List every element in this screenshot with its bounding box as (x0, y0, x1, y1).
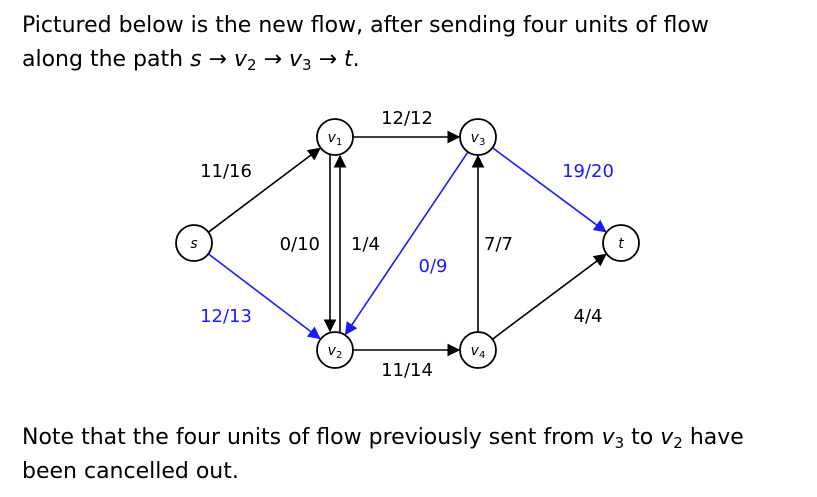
path-arrow: → (208, 47, 227, 72)
note-to-vertex: v2 (660, 425, 683, 452)
node-v2: v2 (316, 331, 354, 369)
edge-label-v1-v2: 0/10 (280, 234, 320, 255)
node-label: t (618, 236, 624, 252)
node-circle (175, 224, 213, 262)
edge-s-v1 (207, 147, 321, 233)
node-circle (316, 118, 354, 156)
edge-label-s-v2: 12/13 (200, 306, 252, 327)
intro-period: . (352, 47, 360, 72)
edge-v3-v2 (344, 151, 469, 336)
edge-label-v4-t: 4/4 (574, 306, 603, 327)
edge-label-v3-t: 19/20 (562, 161, 614, 182)
edge-label-v1-v3: 12/12 (381, 108, 433, 129)
node-s: s (175, 224, 213, 262)
edge-labels: 11/16 12/13 12/12 0/10 1/4 0/9 11/14 7/7 19/20 4/… (200, 108, 614, 381)
path-node-0: s (190, 47, 202, 72)
edge-v3-t (491, 147, 607, 233)
note-part-1: Note that the four units of flow previou… (22, 425, 595, 450)
node-circle (459, 331, 497, 369)
node-label: s (190, 236, 197, 252)
node-v3: v3 (459, 118, 497, 156)
note-from-vertex: v3 (601, 425, 625, 452)
note-line-2: been cancelled out. (22, 459, 239, 484)
path-arrow: → (263, 47, 282, 72)
node-circle (602, 224, 640, 262)
path-expression: s → v2 → v3 → t (190, 47, 353, 74)
node-circle (316, 331, 354, 369)
edges (207, 130, 607, 357)
edge-label-v2-v4: 11/14 (381, 360, 433, 381)
edge-label-v3-v2: 0/9 (419, 256, 448, 277)
intro-line-1: Pictured below is the new flow, after se… (22, 13, 709, 38)
node-v4: v4 (459, 331, 497, 369)
node-circle (459, 118, 497, 156)
edge-v4-t (491, 253, 607, 340)
node-t: t (602, 224, 640, 262)
edge-label-s-v1: 11/16 (200, 161, 252, 182)
path-node-2: v3 (289, 47, 312, 74)
note-part-2: to (631, 425, 654, 450)
edge-s-v2 (207, 253, 321, 340)
nodes: s v1 v2 v3 v4 t (175, 118, 640, 369)
intro-line-2-prefix: along the path (22, 47, 184, 72)
node-v1: v1 (316, 118, 354, 156)
note-part-3: have (689, 425, 744, 450)
intro-text: Pictured below is the new flow, after se… (22, 9, 802, 77)
path-arrow: → (318, 47, 338, 72)
path-node-1: v2 (233, 47, 257, 74)
edge-label-v4-v3: 7/7 (484, 234, 513, 255)
note-text: Note that the four units of flow previou… (22, 421, 812, 489)
path-node-3: t (344, 47, 353, 72)
edge-label-v2-v1: 1/4 (351, 234, 380, 255)
